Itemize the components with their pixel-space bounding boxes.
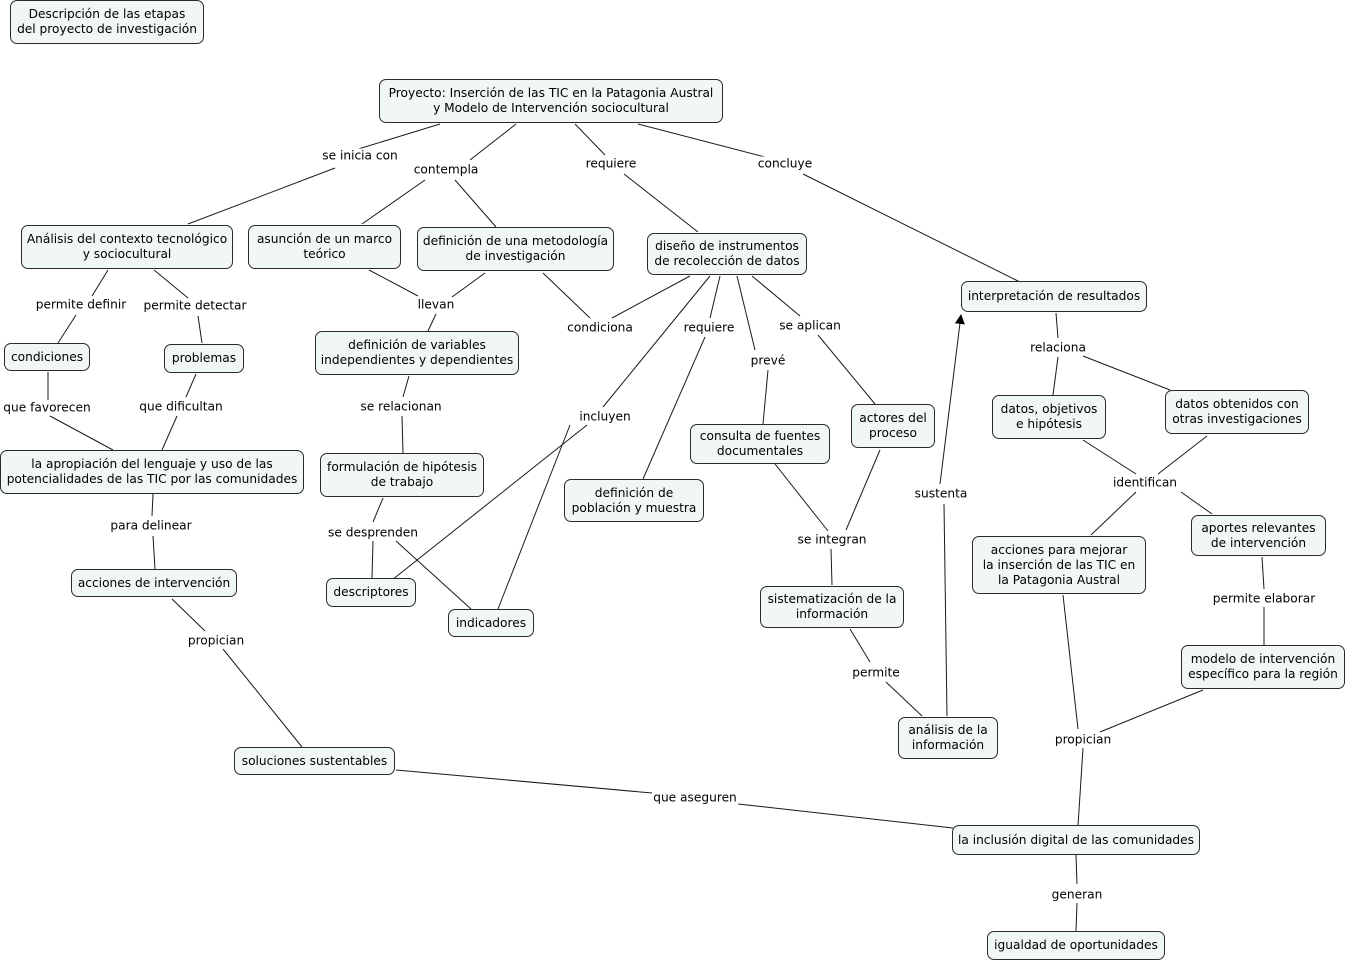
link-se-inicia-con: se inicia con — [321, 148, 399, 164]
link-requiere-1: requiere — [584, 156, 638, 172]
node-acciones-intervencion[interactable]: acciones de intervención — [71, 569, 237, 597]
link-identifican: identifican — [1111, 475, 1179, 491]
node-hipotesis[interactable]: formulación de hipótesis de trabajo — [320, 453, 484, 497]
link-para-delinear: para delinear — [109, 518, 193, 534]
map-title-box: Descripción de las etapas del proyecto d… — [10, 0, 204, 44]
node-modelo[interactable]: modelo de intervención específico para l… — [1181, 645, 1345, 689]
node-descriptores[interactable]: descriptores — [326, 578, 416, 607]
node-indicadores[interactable]: indicadores — [448, 609, 534, 637]
node-datos-otras[interactable]: datos obtenidos con otras investigacione… — [1165, 390, 1309, 434]
link-condiciona: condiciona — [566, 320, 634, 336]
node-consulta[interactable]: consulta de fuentes documentales — [690, 424, 830, 464]
node-soluciones[interactable]: soluciones sustentables — [234, 747, 395, 775]
node-poblacion[interactable]: definición de población y muestra — [564, 479, 704, 522]
node-marco-teorico[interactable]: asunción de un marco teórico — [248, 225, 401, 269]
link-permite-definir: permite definir — [34, 297, 128, 313]
node-sistematizacion[interactable]: sistematización de la información — [760, 586, 904, 628]
link-propician-2: propician — [1053, 732, 1113, 748]
link-relaciona: relaciona — [1029, 340, 1087, 356]
node-datos-objetivos[interactable]: datos, objetivos e hipótesis — [992, 395, 1106, 439]
node-acciones-mejorar[interactable]: acciones para mejorar la inserción de la… — [972, 536, 1146, 594]
link-contempla: contempla — [412, 162, 480, 178]
link-que-favorecen: que favorecen — [2, 400, 92, 416]
link-que-dificultan: que dificultan — [138, 399, 224, 415]
link-requiere-2: requiere — [682, 320, 736, 336]
link-se-integran: se integran — [796, 532, 868, 548]
node-aportes[interactable]: aportes relevantes de intervención — [1191, 515, 1326, 556]
node-condiciones[interactable]: condiciones — [4, 343, 90, 371]
link-se-relacionan: se relacionan — [359, 399, 443, 415]
node-proyecto[interactable]: Proyecto: Inserción de las TIC en la Pat… — [379, 79, 723, 123]
link-generan: generan — [1050, 887, 1104, 903]
link-sustenta: sustenta — [913, 486, 969, 502]
node-variables[interactable]: definición de variables independientes y… — [315, 331, 519, 375]
link-permite-elaborar: permite elaborar — [1211, 591, 1317, 607]
node-igualdad[interactable]: igualdad de oportunidades — [987, 931, 1165, 960]
link-permite: permite — [851, 665, 901, 681]
link-propician-1: propician — [186, 633, 246, 649]
node-apropiacion[interactable]: la apropiación del lenguaje y uso de las… — [0, 450, 304, 494]
link-se-desprenden: se desprenden — [327, 525, 419, 541]
node-analisis-info[interactable]: análisis de la información — [898, 717, 998, 759]
link-llevan: llevan — [416, 297, 456, 313]
link-se-aplican: se aplican — [778, 318, 842, 334]
link-preve: prevé — [749, 353, 787, 369]
node-actores[interactable]: actores del proceso — [851, 404, 935, 448]
node-metodologia[interactable]: definición de una metodología de investi… — [417, 227, 614, 271]
link-permite-detectar: permite detectar — [142, 298, 248, 314]
node-problemas[interactable]: problemas — [164, 344, 244, 373]
link-incluyen: incluyen — [578, 409, 632, 425]
node-diseno-instrumentos[interactable]: diseño de instrumentos de recolección de… — [647, 233, 807, 275]
link-concluye: concluye — [756, 156, 814, 172]
link-que-aseguren: que aseguren — [652, 790, 738, 806]
node-interpretacion[interactable]: interpretación de resultados — [961, 281, 1147, 312]
node-analisis-contexto[interactable]: Análisis del contexto tecnológico y soci… — [21, 225, 233, 269]
node-inclusion[interactable]: la inclusión digital de las comunidades — [952, 825, 1200, 855]
